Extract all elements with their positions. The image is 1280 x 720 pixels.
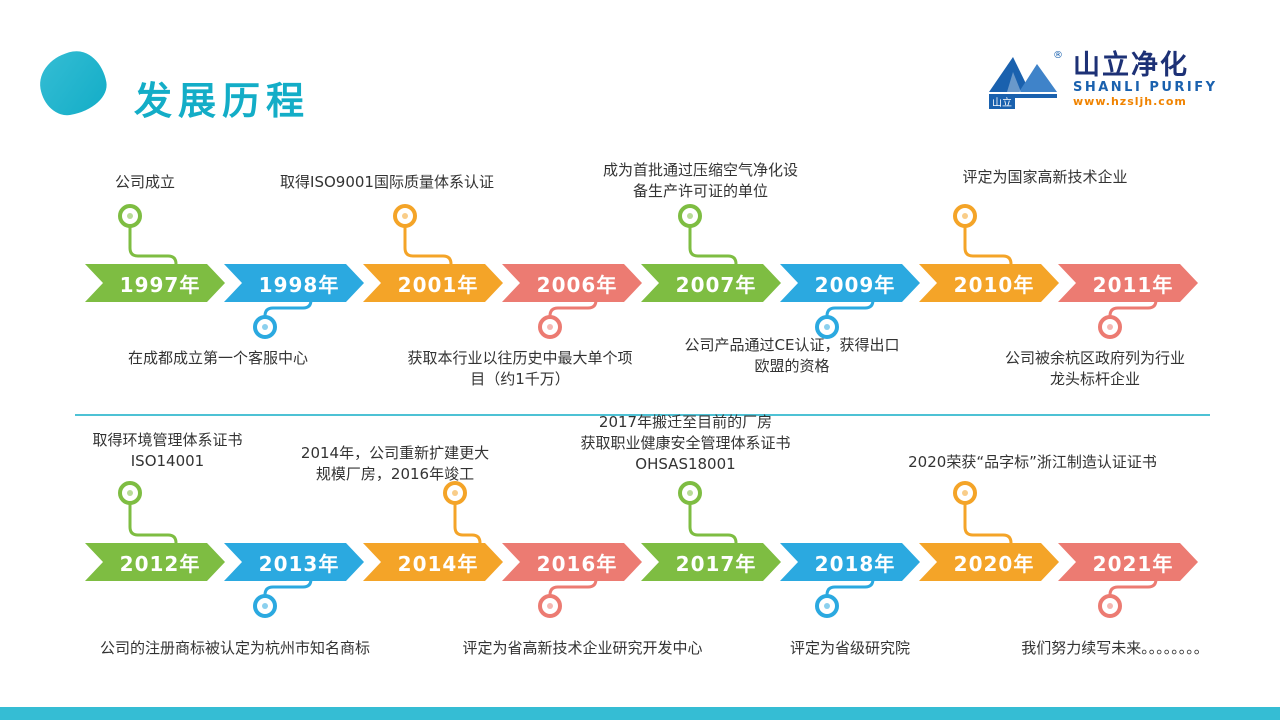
- logo-company-name-en: SHANLI PURIFY: [1073, 79, 1218, 95]
- note-2021: 我们努力续写未来。。。。。。。。: [1021, 639, 1209, 657]
- registered-mark: ®: [1053, 50, 1063, 61]
- milestone-arrow-2014: 2014年: [363, 543, 503, 581]
- connector-2016: [548, 563, 598, 597]
- note-2001: 取得ISO9001国际质量体系认证: [280, 173, 494, 191]
- milestone-arrow-2013: 2013年: [224, 543, 364, 581]
- milestone-year-2013: 2013年: [258, 551, 340, 576]
- logo-mark-text: 山立: [992, 96, 1012, 109]
- note-2011: 公司被余杭区政府列为行业 龙头标杆企业: [1004, 349, 1185, 388]
- milestone-arrow-2011: 2011年: [1058, 264, 1198, 302]
- logo-company-name: 山立净化: [1073, 49, 1189, 81]
- milestone-year-2009: 2009年: [814, 272, 896, 297]
- connector-1997: [128, 225, 178, 282]
- milestone-year-2012: 2012年: [119, 551, 201, 576]
- company-logo: 山立 ® 山立净化 SHANLI PURIFY www.hzsljh.com: [985, 46, 1218, 112]
- milestone-dot-2016: [538, 594, 562, 618]
- milestone-arrow-2007: 2007年: [641, 264, 781, 302]
- note-2013: 公司的注册商标被认定为杭州市知名商标: [99, 639, 370, 657]
- milestone-dot-2010: [953, 204, 977, 228]
- milestone-dot-2006: [538, 315, 562, 339]
- milestone-year-2001: 2001年: [397, 272, 479, 297]
- milestone-year-1997: 1997年: [119, 272, 201, 297]
- milestone-year-2016: 2016年: [536, 551, 618, 576]
- connector-2017: [688, 504, 738, 561]
- milestone-arrow-2018: 2018年: [780, 543, 920, 581]
- footer-bar: [0, 707, 1280, 720]
- milestone-dot-2020: [953, 481, 977, 505]
- connector-2007: [688, 225, 738, 282]
- milestone-arrow-2006: 2006年: [502, 264, 642, 302]
- connector-2020: [963, 504, 1013, 561]
- milestone-arrow-2012: 2012年: [85, 543, 225, 581]
- note-1997: 公司成立: [114, 173, 175, 191]
- note-2018: 评定为省级研究院: [789, 639, 910, 657]
- milestone-arrow-2016: 2016年: [502, 543, 642, 581]
- milestone-arrow-1998: 1998年: [224, 264, 364, 302]
- note-2017: 2017年搬迁至目前的厂房 获取职业健康安全管理体系证书 OHSAS18001: [580, 413, 791, 473]
- milestone-dot-2007: [678, 204, 702, 228]
- connector-2021: [1108, 563, 1158, 597]
- connector-2006: [548, 284, 598, 318]
- milestone-arrow-2001: 2001年: [363, 264, 503, 302]
- connector-2018: [825, 563, 875, 597]
- milestone-year-2020: 2020年: [953, 551, 1035, 576]
- note-2009: 公司产品通过CE认证，获得出口 欧盟的资格: [684, 336, 900, 375]
- milestone-dot-1997: [118, 204, 142, 228]
- milestone-year-2007: 2007年: [675, 272, 757, 297]
- note-2020: 2020荣获“品字标”浙江制造认证证书: [908, 453, 1157, 471]
- note-2016: 评定为省高新技术企业研究开发中心: [462, 639, 703, 657]
- milestone-year-2017: 2017年: [675, 551, 757, 576]
- milestone-arrow-2020: 2020年: [919, 543, 1059, 581]
- logo-text-block: 山立净化 SHANLI PURIFY www.hzsljh.com: [1073, 50, 1218, 109]
- note-2012: 取得环境管理体系证书 ISO14001: [92, 431, 243, 470]
- milestone-dot-2001: [393, 204, 417, 228]
- note-2014: 2014年，公司重新扩建更大 规模厂房，2016年竣工: [300, 444, 490, 483]
- milestone-year-2021: 2021年: [1092, 551, 1174, 576]
- milestone-dot-2011: [1098, 315, 1122, 339]
- milestone-year-1998: 1998年: [258, 272, 340, 297]
- milestone-year-2010: 2010年: [953, 272, 1035, 297]
- connector-2001: [403, 225, 453, 282]
- connector-2011: [1108, 284, 1158, 318]
- milestone-year-2011: 2011年: [1092, 272, 1174, 297]
- milestone-dot-2013: [253, 594, 277, 618]
- page-title: 发展历程: [134, 79, 311, 123]
- connector-1998: [263, 284, 313, 318]
- connector-2013: [263, 563, 313, 597]
- note-1998: 在成都成立第一个客服中心: [127, 349, 308, 367]
- milestone-dot-1998: [253, 315, 277, 339]
- milestone-arrow-2010: 2010年: [919, 264, 1059, 302]
- logo-website: www.hzsljh.com: [1073, 94, 1187, 108]
- milestone-year-2014: 2014年: [397, 551, 479, 576]
- milestone-arrow-2017: 2017年: [641, 543, 781, 581]
- milestone-dot-2021: [1098, 594, 1122, 618]
- connector-2012: [128, 504, 178, 561]
- milestone-dot-2014: [443, 481, 467, 505]
- milestone-dot-2012: [118, 481, 142, 505]
- milestone-year-2006: 2006年: [536, 272, 618, 297]
- timeline-divider: [75, 414, 1210, 416]
- milestone-arrow-2009: 2009年: [780, 264, 920, 302]
- note-2007: 成为首批通过压缩空气净化设 备生产许可证的单位: [602, 161, 798, 200]
- milestone-dot-2009: [815, 315, 839, 339]
- milestone-dot-2017: [678, 481, 702, 505]
- note-2006: 获取本行业以往历史中最大单个项 目（约1千万）: [407, 349, 633, 388]
- milestone-dot-2018: [815, 594, 839, 618]
- note-2010: 评定为国家高新技术企业: [962, 168, 1128, 186]
- milestone-year-2018: 2018年: [814, 551, 896, 576]
- milestone-arrow-2021: 2021年: [1058, 543, 1198, 581]
- connector-2009: [825, 284, 875, 318]
- logo-mountain-icon: 山立 ®: [989, 50, 1063, 109]
- milestone-arrow-1997: 1997年: [85, 264, 225, 302]
- connector-2010: [963, 225, 1013, 282]
- connector-2014: [453, 504, 482, 561]
